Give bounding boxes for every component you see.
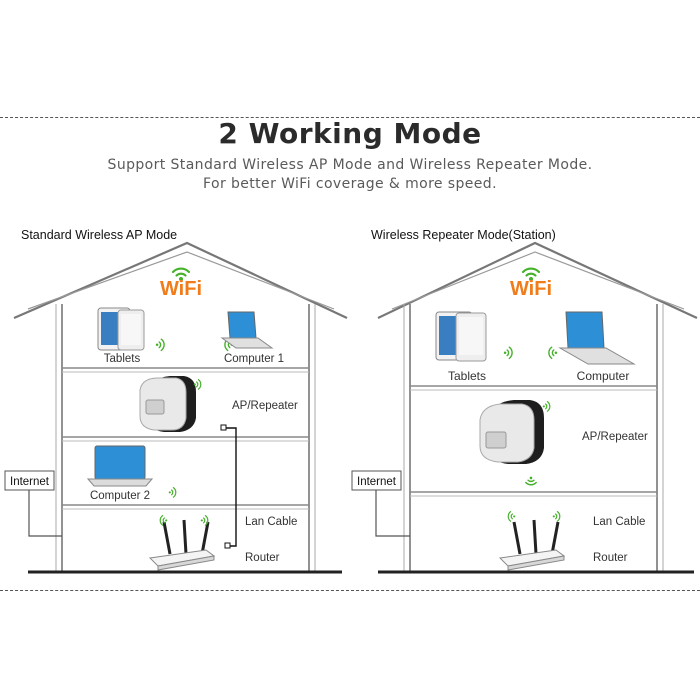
right-wifi-logo: WiFi [510, 267, 552, 300]
left-wifi-logo-text: WiFi [160, 278, 202, 300]
right-repeater-wifi-icon [542, 401, 551, 412]
left-router-icon [148, 519, 216, 571]
right-repeater-downlink-wifi-icon [525, 475, 537, 486]
right-lan-cable-label: Lan Cable [593, 516, 645, 528]
right-tablets-label: Tablets [448, 369, 486, 383]
subtitle-line-1: Support Standard Wireless AP Mode and Wi… [107, 157, 593, 173]
right-tablets-wifi-icon [503, 346, 513, 360]
left-computer2-wifi-icon [168, 487, 177, 498]
bottom-dashed-divider [0, 590, 700, 591]
left-internet-label: Internet [10, 476, 50, 488]
left-tablets-icon [97, 307, 145, 351]
right-wifi-logo-text: WiFi [510, 278, 552, 300]
left-lan-cable-label: Lan Cable [245, 516, 297, 528]
right-internet-line [375, 490, 410, 537]
left-internet-line [28, 490, 62, 537]
right-house [377, 241, 698, 574]
left-computer2-label: Computer 2 [90, 490, 150, 502]
right-repeater-label: AP/Repeater [582, 431, 648, 443]
right-computer-icon [558, 311, 636, 365]
right-computer-wifi-icon [548, 346, 558, 360]
left-tablets-label: Tablets [104, 353, 141, 365]
left-repeater-label: AP/Repeater [232, 400, 298, 412]
left-wifi-logo: WiFi [160, 267, 202, 300]
left-mode-title: Standard Wireless AP Mode [21, 228, 178, 242]
left-house [13, 241, 348, 574]
subtitle-line-2: For better WiFi coverage & more speed. [203, 176, 497, 192]
top-dashed-divider [0, 117, 700, 118]
page-title: 2 Working Mode [218, 117, 482, 150]
left-computer1-icon [220, 311, 274, 349]
left-tablets-wifi-icon [155, 338, 165, 352]
left-lan-cable-line [224, 427, 237, 547]
right-mode-title: Wireless Repeater Mode(Station) [371, 228, 556, 242]
right-router-wifi-icon-left [507, 511, 516, 522]
left-router-wifi-icon-right [200, 514, 209, 526]
left-repeater-device-icon [139, 376, 196, 432]
right-computer-label: Computer [577, 369, 630, 383]
left-router-label: Router [245, 552, 280, 564]
right-router-icon [498, 519, 566, 571]
left-computer1-label: Computer 1 [224, 353, 284, 365]
right-repeater-device-icon [479, 400, 544, 464]
right-tablets-icon [435, 311, 487, 362]
left-computer2-icon [86, 445, 154, 487]
right-router-wifi-icon-right [552, 511, 561, 522]
right-internet-label: Internet [357, 476, 397, 488]
right-router-label: Router [593, 552, 628, 564]
